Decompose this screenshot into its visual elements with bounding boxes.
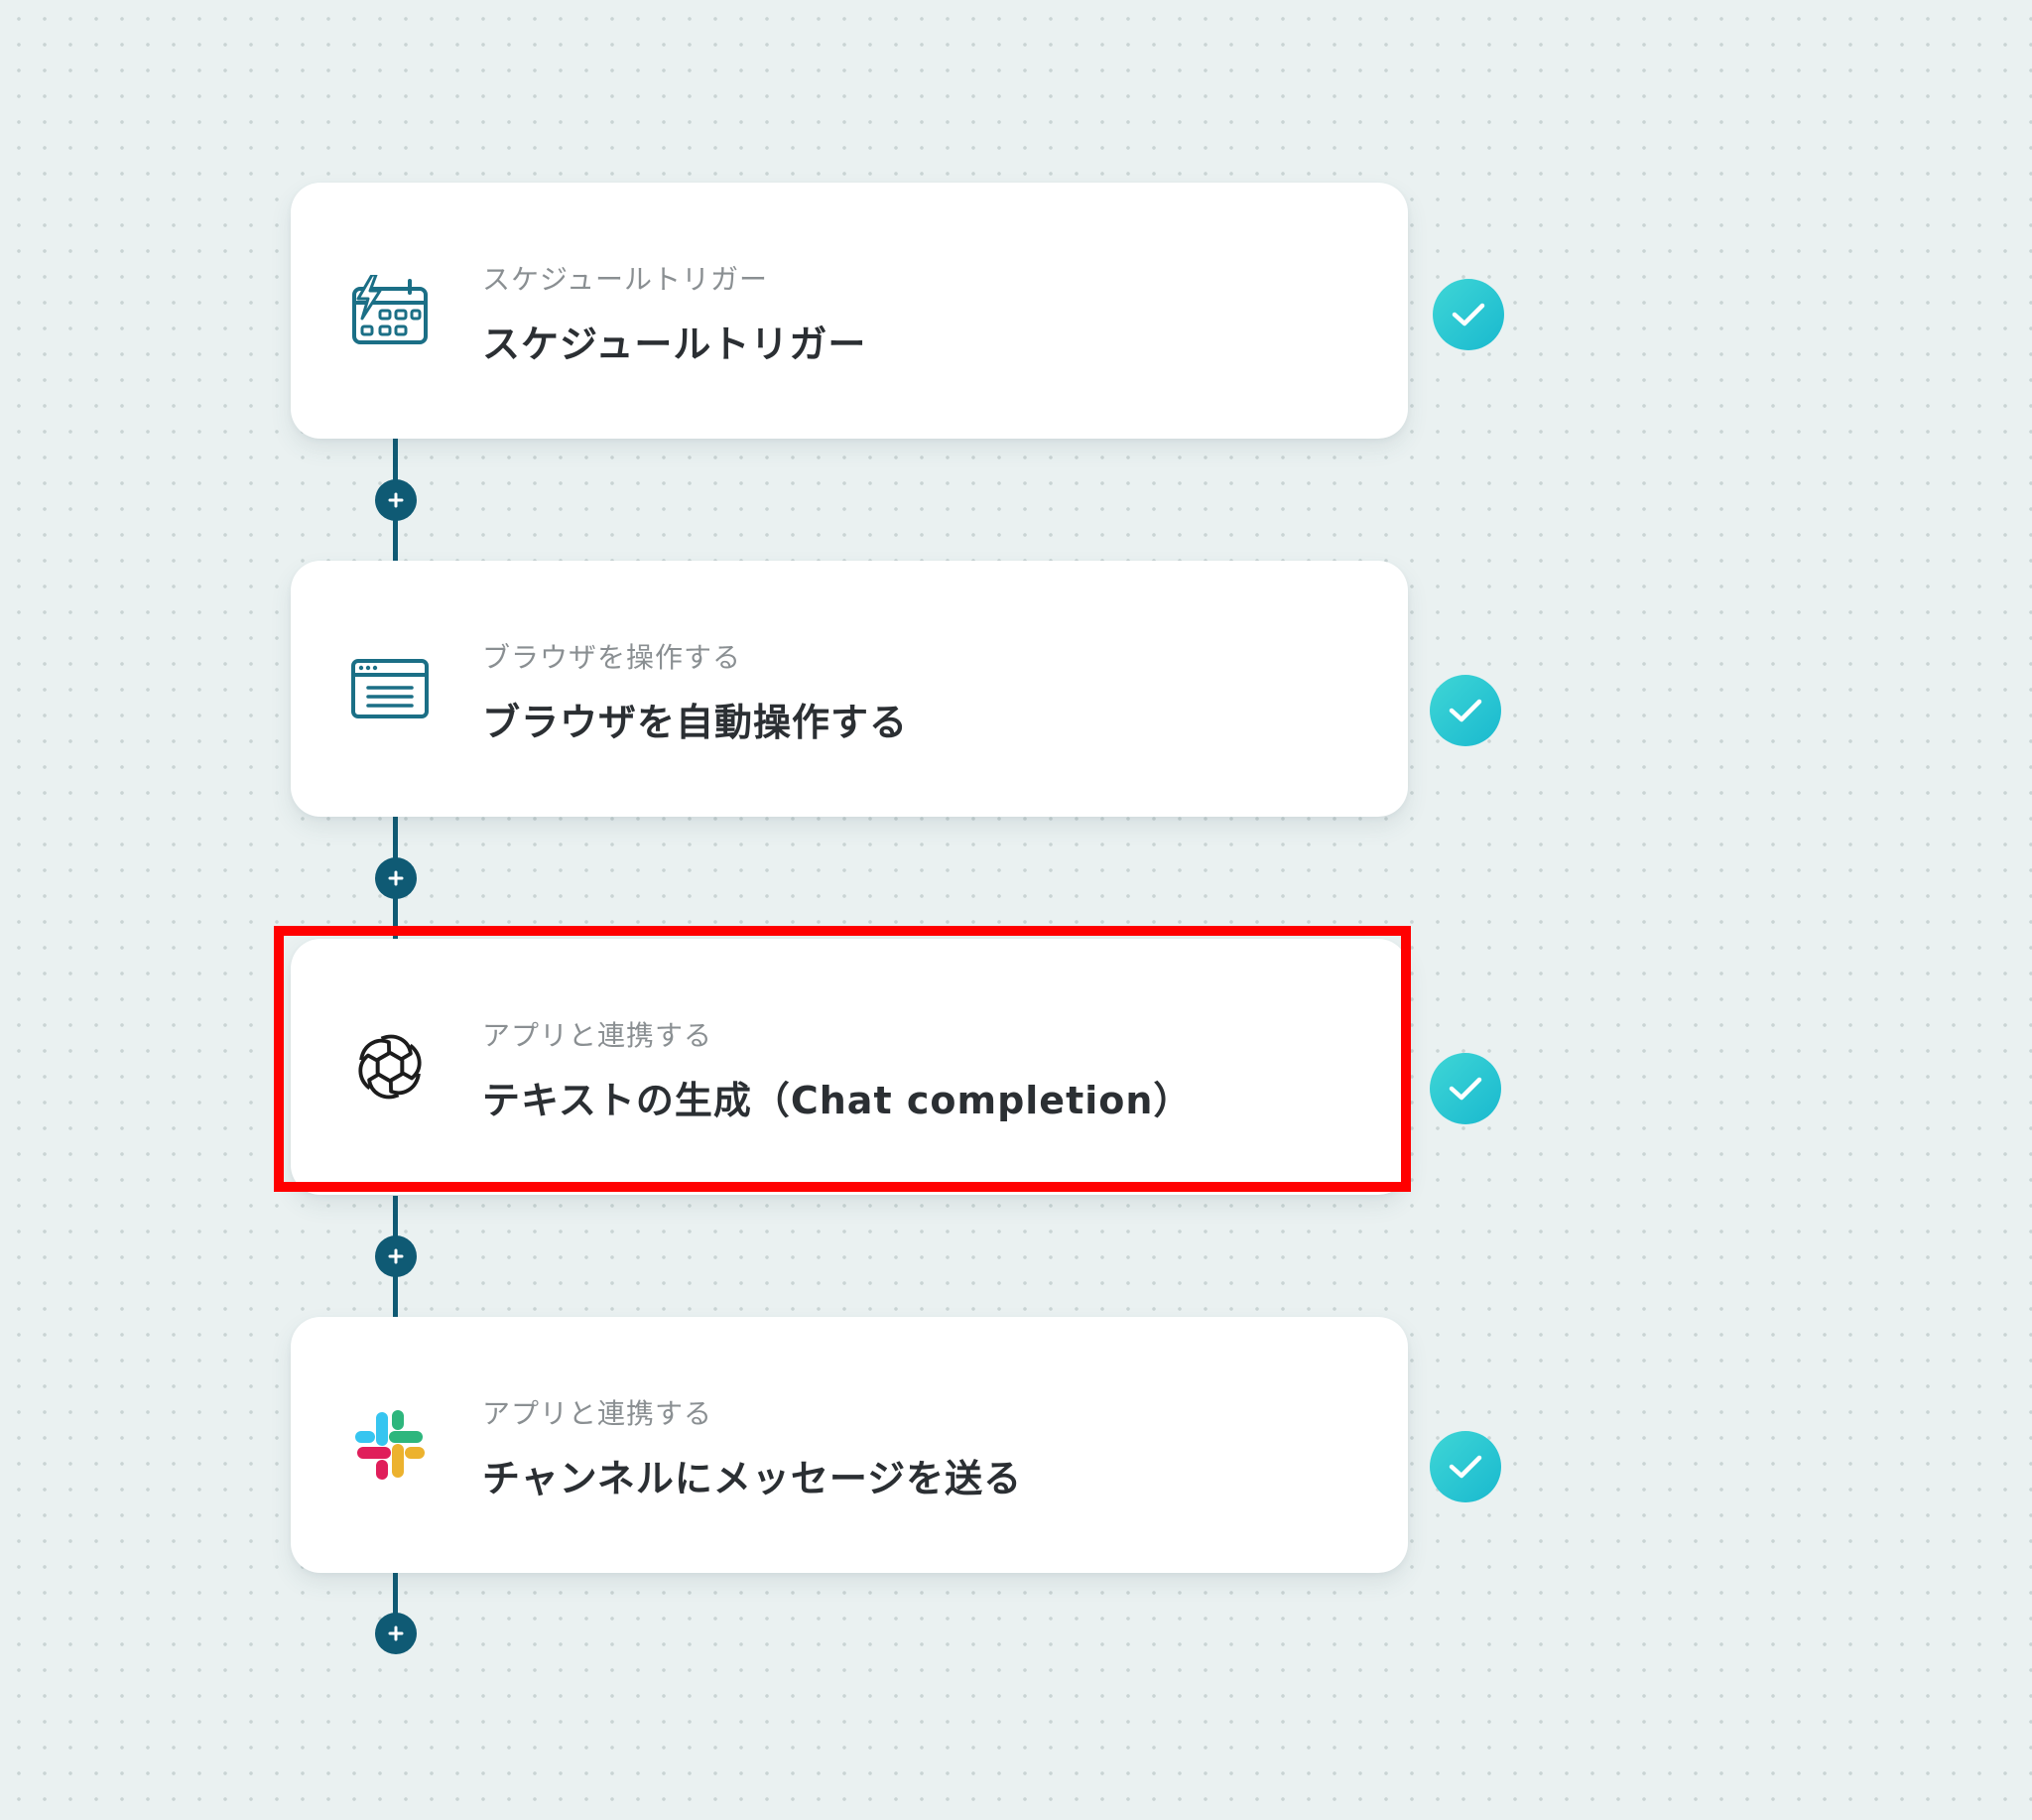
step-subtitle: ブラウザを操作する <box>482 641 742 674</box>
step-subtitle: アプリと連携する <box>482 1397 713 1430</box>
plus-icon <box>388 870 404 886</box>
check-icon <box>1430 1053 1501 1124</box>
plus-icon <box>388 1625 404 1641</box>
add-step-button[interactable] <box>375 1613 417 1654</box>
step-title: チャンネルにメッセージを送る <box>482 1457 1023 1500</box>
step-card-schedule-trigger[interactable]: スケジュールトリガー スケジュールトリガー <box>291 183 1408 439</box>
step-title: スケジュールトリガー <box>482 323 867 366</box>
calendar-lightning-icon <box>350 271 430 350</box>
step-title: テキストの生成（Chat completion） <box>482 1079 1193 1122</box>
browser-window-icon <box>350 649 430 728</box>
check-icon <box>1433 279 1504 350</box>
step-subtitle: アプリと連携する <box>482 1019 713 1052</box>
openai-logo-icon <box>350 1027 430 1106</box>
step-subtitle: スケジュールトリガー <box>482 263 769 296</box>
slack-logo-icon <box>350 1405 430 1485</box>
plus-icon <box>388 492 404 508</box>
step-card-slack-message[interactable]: アプリと連携する チャンネルにメッセージを送る <box>291 1317 1408 1573</box>
step-card-browser-automation[interactable]: ブラウザを操作する ブラウザを自動操作する <box>291 561 1408 817</box>
plus-icon <box>388 1248 404 1264</box>
connector-line <box>393 1573 398 1632</box>
step-card-text-generation[interactable]: アプリと連携する テキストの生成（Chat completion） <box>291 939 1408 1195</box>
add-step-button[interactable] <box>375 857 417 899</box>
add-step-button[interactable] <box>375 479 417 521</box>
check-icon <box>1430 675 1501 746</box>
check-icon <box>1430 1431 1501 1502</box>
step-title: ブラウザを自動操作する <box>482 701 909 744</box>
add-step-button[interactable] <box>375 1235 417 1277</box>
